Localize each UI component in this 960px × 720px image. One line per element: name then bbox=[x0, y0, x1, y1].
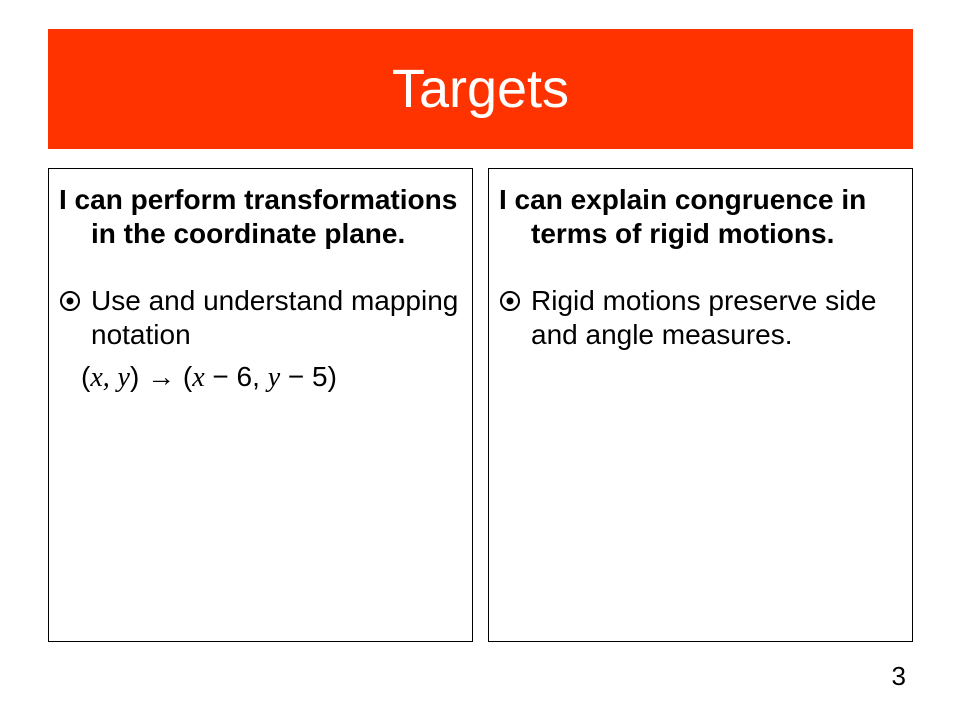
formula-arrow: ) → ( bbox=[129, 361, 193, 393]
formula-x: x, bbox=[90, 362, 110, 394]
slide-title: Targets bbox=[391, 59, 570, 119]
formula-y: y bbox=[117, 362, 130, 394]
right-target-heading: I can explain congruence in terms of rig… bbox=[499, 184, 867, 249]
formula-y2: y bbox=[267, 362, 281, 394]
right-bullet-item: Rigid motions preserve side and angle me… bbox=[499, 284, 902, 351]
right-bullet-text: Rigid motions preserve side and angle me… bbox=[531, 285, 877, 350]
page-number: 3 bbox=[891, 661, 906, 691]
formula-open: ( bbox=[81, 361, 91, 393]
left-target-panel: I can perform transformations in the coo… bbox=[48, 168, 473, 642]
formula-minus5: − 5) bbox=[280, 361, 337, 393]
left-bullet-text: Use and understand mapping notation bbox=[91, 285, 459, 350]
formula-minus6: − 6, bbox=[204, 361, 268, 393]
left-bullet-item: Use and understand mapping notation bbox=[59, 284, 462, 351]
right-target-panel: I can explain congruence in terms of rig… bbox=[488, 168, 913, 642]
circled-dot-bullet-icon bbox=[500, 291, 520, 312]
mapping-notation-formula: (x, y) → (x − 6, y − 5) bbox=[59, 361, 462, 394]
left-target-heading: I can perform transformations in the coo… bbox=[59, 184, 458, 249]
formula-x2: x bbox=[192, 362, 205, 394]
title-bar: Targets bbox=[48, 29, 913, 149]
circled-dot-bullet-icon bbox=[60, 291, 80, 312]
